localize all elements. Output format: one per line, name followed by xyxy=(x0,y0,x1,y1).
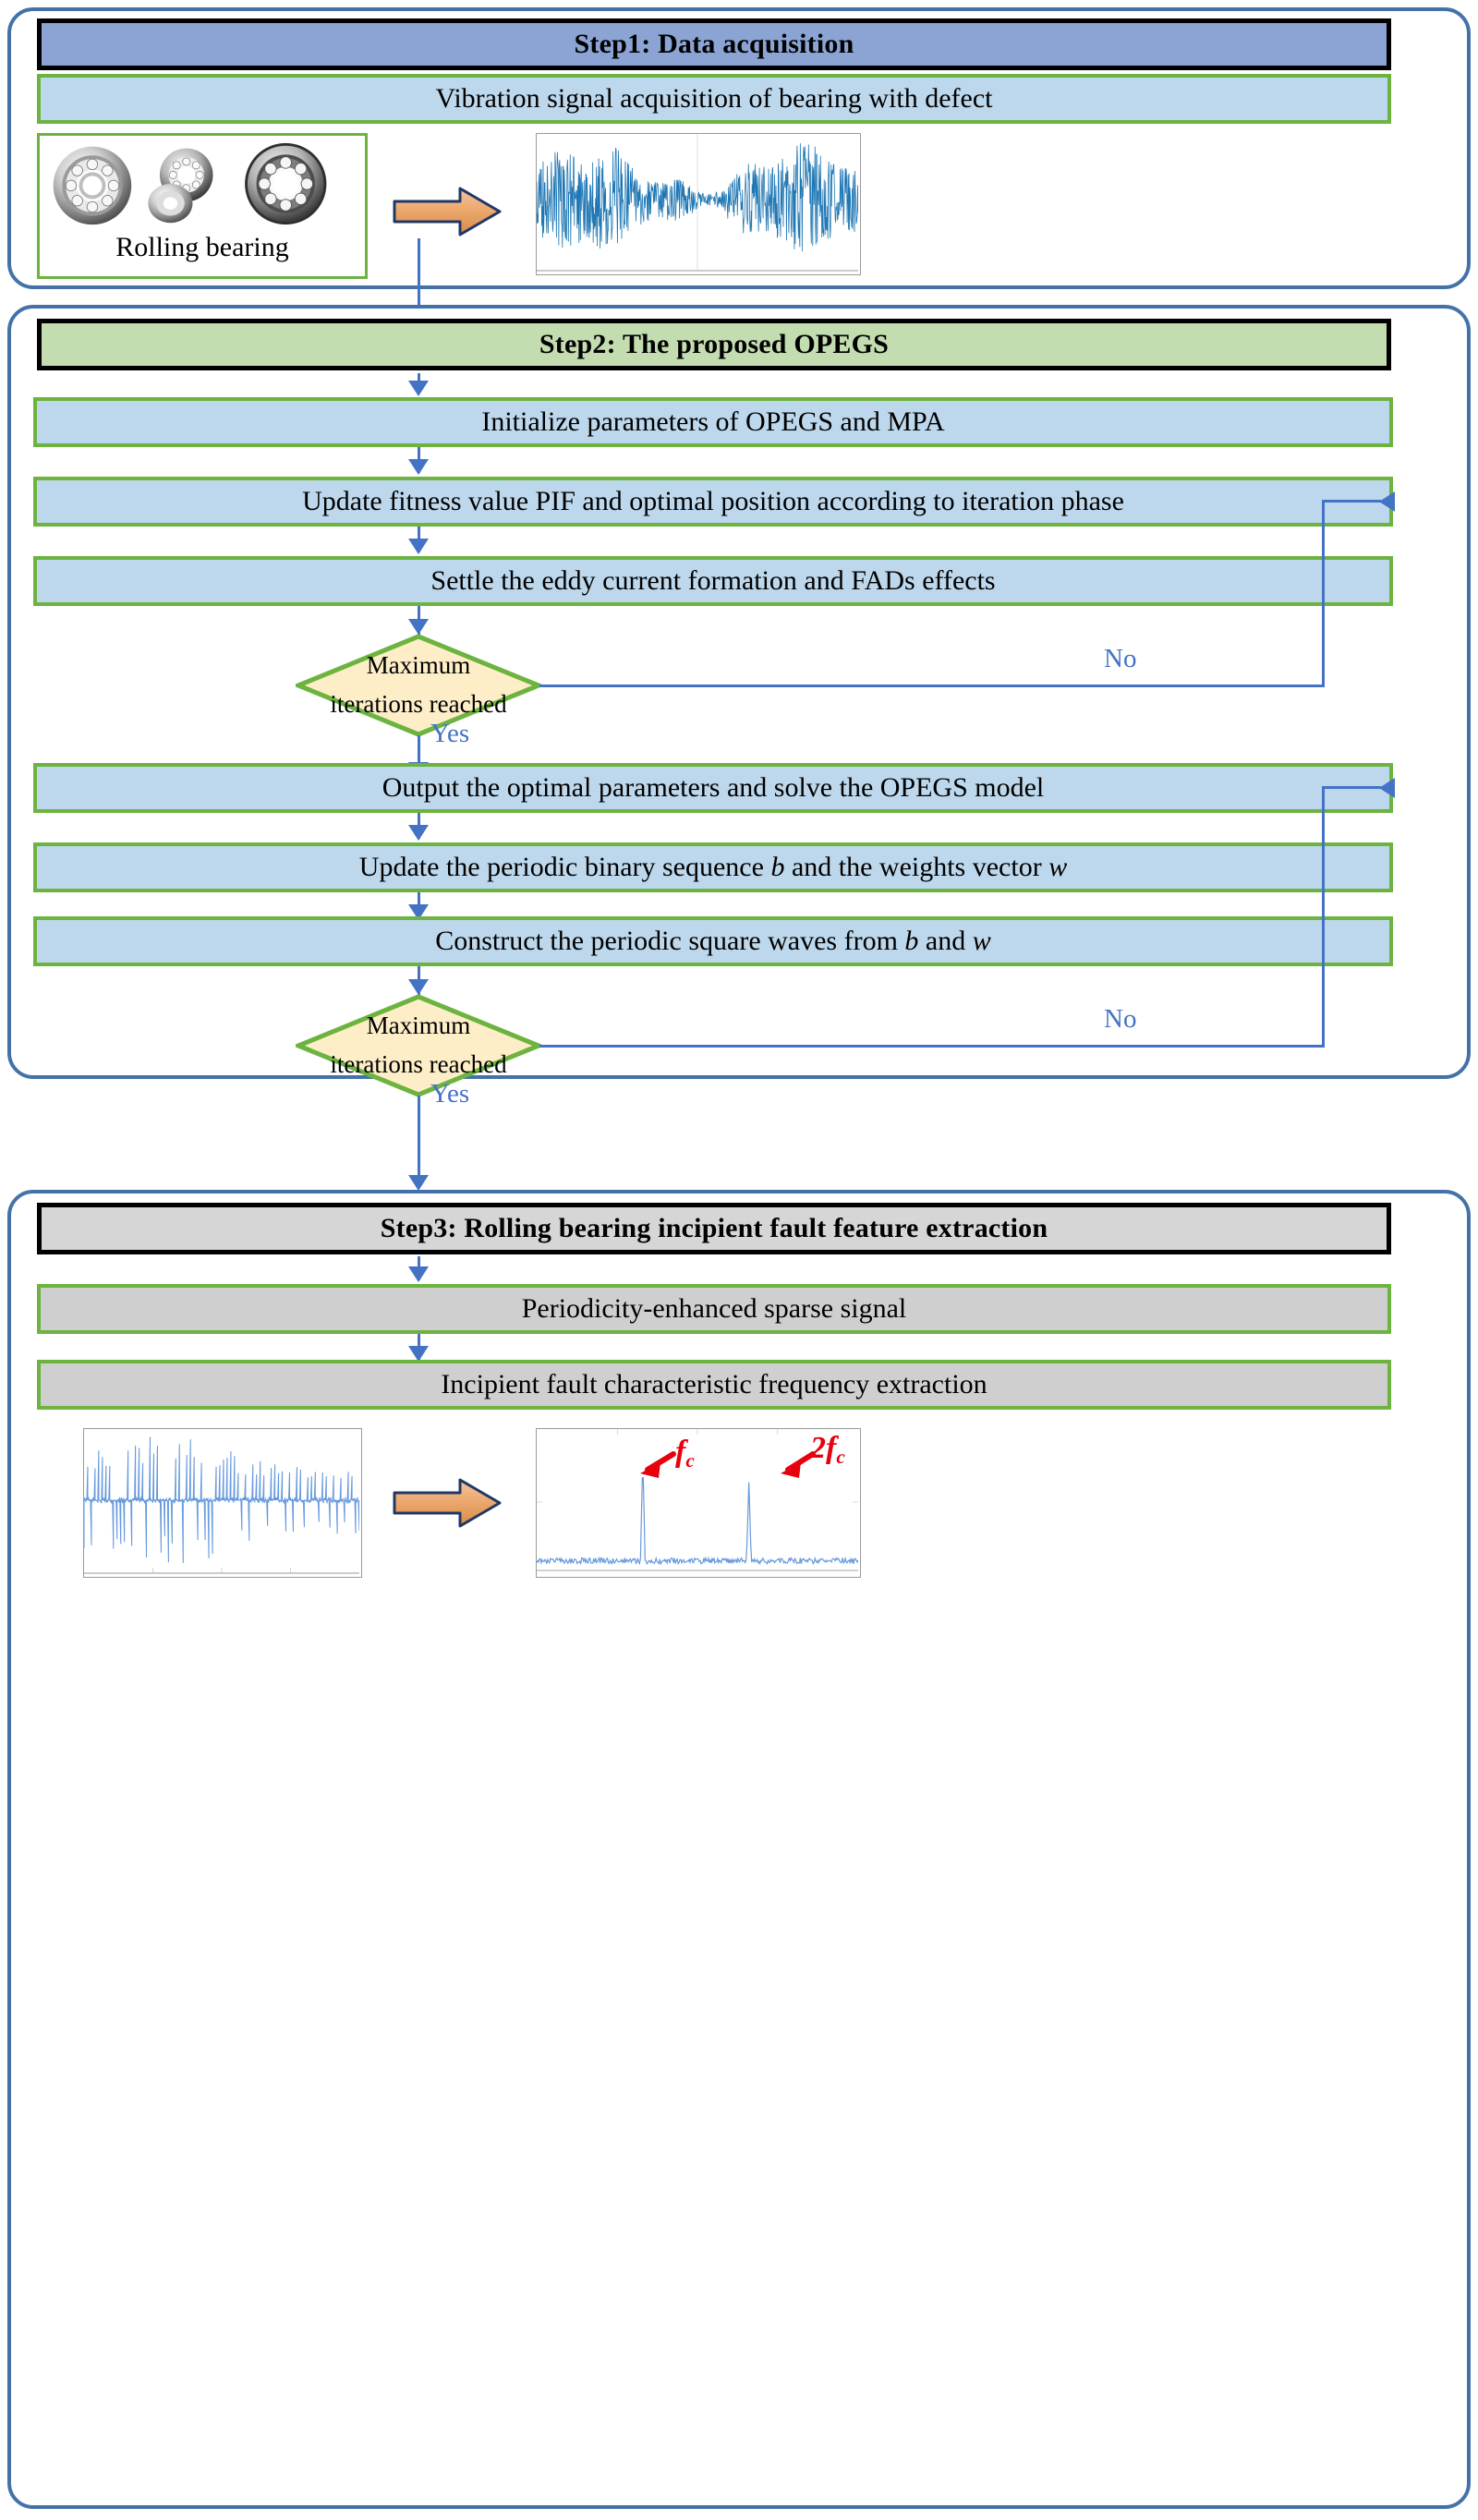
step3-header: Step3: Rolling bearing incipient fault f… xyxy=(37,1203,1391,1254)
sparse-signal-plot xyxy=(83,1428,362,1578)
step2-no-loop-1-arrowhead xyxy=(1379,491,1395,512)
step2-no-loop-2-horizontal xyxy=(539,1045,1325,1048)
step2-box-eddy-current-label: Settle the eddy current formation and FA… xyxy=(430,564,996,596)
annotation-arrows xyxy=(640,1451,816,1478)
step2-decision-2-label: Maximum iterations reached xyxy=(296,994,541,1097)
step1-header: Step1: Data acquisition xyxy=(37,18,1391,70)
envelope-spectrum-waveform xyxy=(536,1429,859,1571)
step2-no-loop-2-vertical xyxy=(1322,786,1325,1047)
connector-s2-b4-b5-arrowhead xyxy=(408,904,429,920)
step2-box-update-fitness-label: Update fitness value PIF and optimal pos… xyxy=(302,485,1124,516)
step2-box-initialize-label: Initialize parameters of OPEGS and MPA xyxy=(481,406,945,437)
step2-decision-2-line1: Maximum xyxy=(366,1012,471,1040)
step2-no-loop-1-horizontal xyxy=(539,685,1325,687)
step2-no-label-2: No xyxy=(1104,1004,1137,1034)
step2-box-eddy-current: Settle the eddy current formation and FA… xyxy=(33,556,1393,606)
step3-header-label: Step3: Rolling bearing incipient fault f… xyxy=(380,1212,1048,1243)
step2-decision-1-line1: Maximum xyxy=(366,651,471,680)
step2-decision-1-line2: iterations reached xyxy=(330,690,507,718)
step2-decision-1-label: Maximum iterations reached xyxy=(296,634,541,737)
step2-yes-arrowhead-2 xyxy=(408,1175,429,1191)
connector-step1-step2 xyxy=(418,238,420,314)
step3-box-frequency-extraction-label: Incipient fault characteristic frequency… xyxy=(441,1368,987,1399)
annotation-2fc-base: f xyxy=(826,1431,837,1465)
decision-diamond-shape-1 xyxy=(296,634,541,737)
connector-s2-b0-b1-arrowhead xyxy=(408,459,429,475)
step3-box-sparse-signal: Periodicity-enhanced sparse signal xyxy=(37,1284,1391,1334)
orange-block-arrow-right-step3 xyxy=(392,1476,503,1530)
step1-header-label: Step1: Data acquisition xyxy=(574,28,854,59)
rolling-bearing-illustration xyxy=(53,142,327,225)
step2-box-construct-waves-label: Construct the periodic square waves from… xyxy=(435,925,991,956)
annotation-2fc: 2fc xyxy=(810,1431,845,1469)
step2-yes-line-2 xyxy=(418,1096,420,1186)
step1-process-box: Vibration signal acquisition of bearing … xyxy=(37,74,1391,124)
raw-vibration-signal-plot xyxy=(536,133,861,275)
annotation-2fc-sub: c xyxy=(836,1445,845,1468)
step2-yes-label-1: Yes xyxy=(430,719,470,748)
step2-decision-1: Maximum iterations reached xyxy=(296,634,541,737)
step2-box-output-optimal-label: Output the optimal parameters and solve … xyxy=(382,771,1045,803)
rolling-bearing-picture-box: Rolling bearing xyxy=(37,133,368,279)
step2-box-construct-waves: Construct the periodic square waves from… xyxy=(33,916,1393,966)
envelope-spectrum-plot: fc 2fc xyxy=(536,1428,861,1578)
connector-s3-h-to-b0-arrowhead xyxy=(408,1266,429,1282)
step2-no-loop-2-arrowhead xyxy=(1379,778,1395,798)
step2-no-loop-1-vertical xyxy=(1322,500,1325,686)
annotation-fc-base: f xyxy=(675,1435,686,1469)
step2-no-loop-2-return-seg xyxy=(1322,786,1381,789)
step2-box-initialize: Initialize parameters of OPEGS and MPA xyxy=(33,397,1393,447)
step2-no-label-1: No xyxy=(1104,644,1137,673)
connector-s3-b0-b1-arrowhead xyxy=(408,1346,429,1362)
orange-block-arrow-right-step1 xyxy=(392,185,503,238)
step2-decision-2-line2: iterations reached xyxy=(330,1050,507,1078)
sparse-signal-waveform xyxy=(83,1436,360,1574)
step2-yes-line-1 xyxy=(418,735,420,774)
raw-signal-waveform xyxy=(536,134,859,272)
connector-s2-b5-d2-arrowhead xyxy=(408,979,429,995)
step2-yes-label-2: Yes xyxy=(430,1079,470,1109)
step2-header: Step2: The proposed OPEGS xyxy=(37,319,1391,370)
connector-s2-b1-b2-arrowhead xyxy=(408,539,429,554)
step2-box-update-fitness: Update fitness value PIF and optimal pos… xyxy=(33,477,1393,527)
annotation-fc-sub: c xyxy=(685,1448,695,1472)
decision-diamond-shape-2 xyxy=(296,994,541,1097)
step2-header-label: Step2: The proposed OPEGS xyxy=(539,328,890,359)
connector-s2-b3-b4-arrowhead xyxy=(408,825,429,841)
step3-box-sparse-signal-label: Periodicity-enhanced sparse signal xyxy=(521,1292,907,1324)
connector-s2-b2-d1-arrowhead xyxy=(408,619,429,635)
annotation-2fc-prefix: 2 xyxy=(810,1431,826,1465)
step3-box-frequency-extraction: Incipient fault characteristic frequency… xyxy=(37,1360,1391,1410)
annotation-fc: fc xyxy=(675,1435,695,1472)
rolling-bearing-caption: Rolling bearing xyxy=(115,232,289,262)
step2-decision-2: Maximum iterations reached xyxy=(296,994,541,1097)
step2-box-update-sequence: Update the periodic binary sequence b an… xyxy=(33,842,1393,892)
step1-process-label: Vibration signal acquisition of bearing … xyxy=(435,82,993,114)
step3-panel xyxy=(7,1190,1471,2509)
step2-box-update-sequence-label: Update the periodic binary sequence b an… xyxy=(358,851,1068,882)
connector-s2-h-to-b0-arrowhead xyxy=(408,381,429,396)
step2-no-loop-1-return-seg xyxy=(1322,500,1381,503)
step2-box-output-optimal: Output the optimal parameters and solve … xyxy=(33,763,1393,813)
